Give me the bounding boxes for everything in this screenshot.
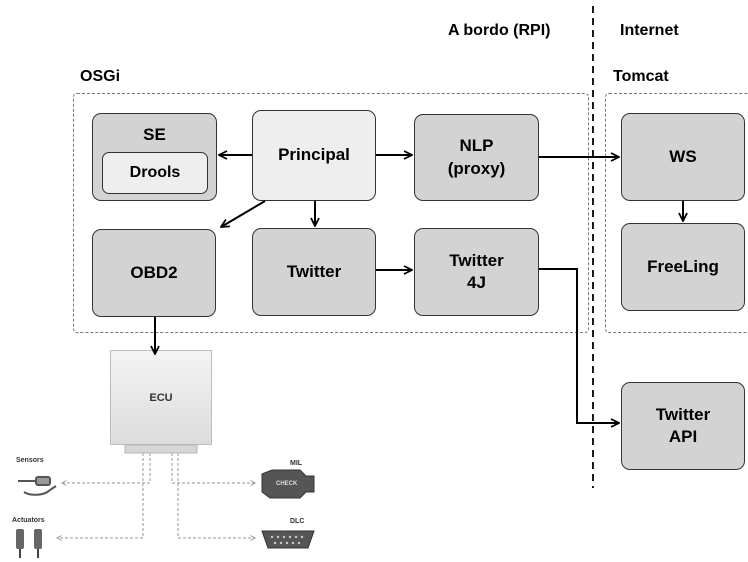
ecu-wire-mil bbox=[171, 453, 255, 483]
twitter-api-component: Twitter API bbox=[621, 382, 745, 470]
dlc-label: DLC bbox=[290, 518, 305, 525]
ws-component: WS bbox=[621, 113, 745, 201]
check-label: CHECK bbox=[276, 481, 298, 487]
ecu-label: ECU bbox=[149, 391, 173, 404]
mil-label: MIL bbox=[290, 460, 303, 467]
ecu-connector bbox=[124, 444, 198, 454]
freeling-component: FreeLing bbox=[621, 223, 745, 311]
sensors-label: Sensors bbox=[16, 457, 44, 464]
ecu-wire-actuators bbox=[57, 453, 144, 538]
principal-component: Principal bbox=[252, 110, 376, 201]
drools-component: Drools bbox=[102, 152, 208, 194]
tomcat-container bbox=[605, 93, 748, 333]
osgi-container bbox=[73, 93, 589, 333]
sensor-icon bbox=[18, 476, 57, 496]
obd2-component: OBD2 bbox=[92, 229, 216, 317]
dlc-connector-icon bbox=[261, 530, 315, 549]
onboard-label: A bordo (RPI) bbox=[448, 22, 551, 39]
twitter4j-component: Twitter 4J bbox=[414, 228, 539, 316]
actuator-icon bbox=[16, 529, 42, 558]
ecu-wire-sensors bbox=[62, 453, 151, 483]
actuators-label: Actuators bbox=[12, 517, 45, 524]
internet-label: Internet bbox=[620, 22, 679, 39]
check-engine-icon bbox=[261, 469, 315, 499]
tomcat-label: Tomcat bbox=[613, 68, 669, 85]
osgi-label: OSGi bbox=[80, 68, 121, 85]
arrow-principal-to-obd2 bbox=[221, 200, 266, 227]
ecu-unit: ECU bbox=[110, 350, 212, 445]
arrow-twitter4j-to-twitter-api bbox=[539, 268, 619, 423]
se-label: SE bbox=[143, 125, 166, 144]
ecu-wire-dlc bbox=[177, 453, 255, 538]
twitter-component: Twitter bbox=[252, 228, 376, 316]
nlp-proxy-component: NLP (proxy) bbox=[414, 114, 539, 201]
